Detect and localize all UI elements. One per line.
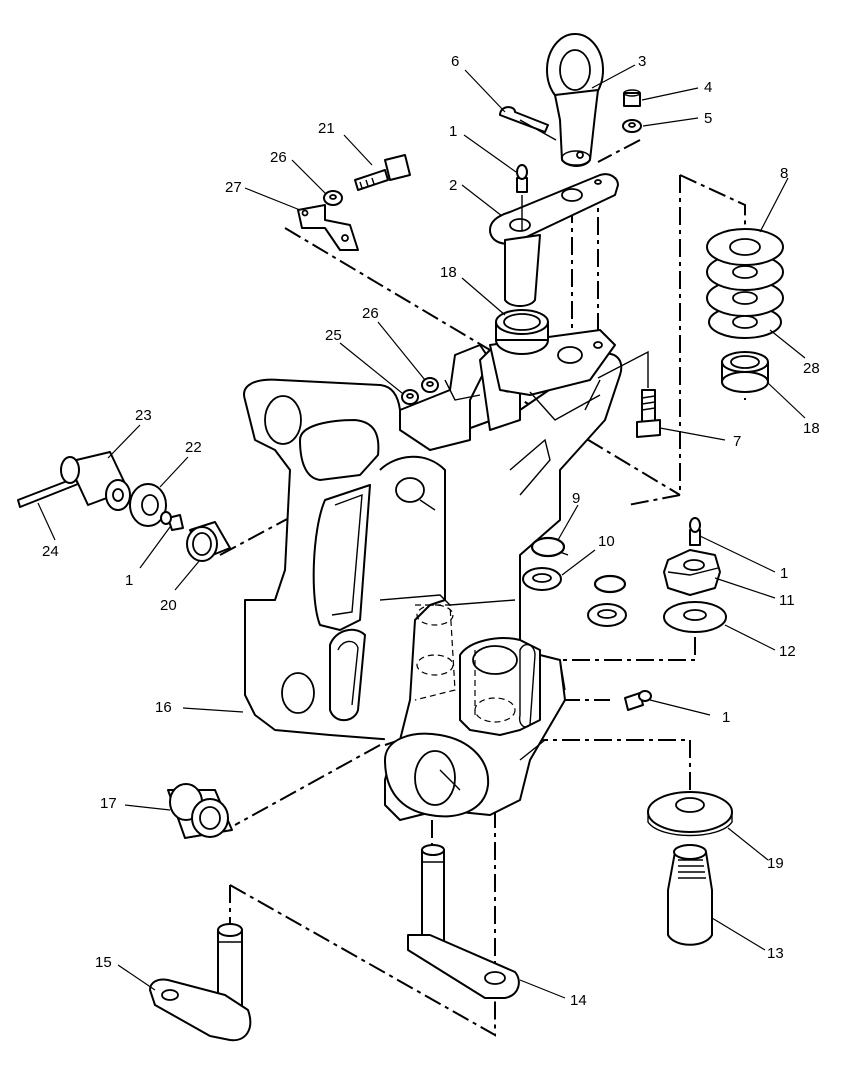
callout-1: 1	[780, 565, 788, 582]
spring-washers-part-8	[706, 228, 784, 339]
callout-1: 1	[125, 572, 133, 589]
callout-23: 23	[135, 407, 152, 424]
callout-15: 15	[95, 954, 112, 971]
bushing-part-17	[167, 783, 233, 839]
callout-18: 18	[440, 264, 457, 281]
nut-part-11	[663, 549, 721, 596]
callout-19: 19	[767, 855, 784, 872]
callout-16: 16	[155, 699, 172, 716]
leader-lines	[37, 64, 806, 999]
callout-2: 2	[449, 177, 457, 194]
callout-10: 10	[598, 533, 615, 550]
callout-20: 20	[160, 597, 177, 614]
callout-27: 27	[225, 179, 242, 196]
nut-part-4	[623, 89, 641, 107]
washer-part-10-b	[587, 603, 627, 627]
bushing-part-18-top	[495, 309, 549, 355]
callout-13: 13	[767, 945, 784, 962]
main-housing	[243, 329, 623, 821]
bracket-part-27	[297, 204, 359, 251]
callout-26: 26	[362, 305, 379, 322]
callout-22: 22	[185, 439, 202, 456]
callout-1: 1	[722, 709, 730, 726]
pin-part-14	[407, 844, 520, 999]
callout-12: 12	[779, 643, 796, 660]
pin-part-15	[149, 923, 252, 1042]
washer-part-12	[663, 601, 727, 633]
callout-25: 25	[325, 327, 342, 344]
callout-8: 8	[780, 165, 788, 182]
grease-fitting-part-1-left	[160, 511, 184, 531]
cotter-pin-part-6	[499, 106, 557, 141]
washer-part-5	[622, 119, 642, 133]
grease-fitting-part-1-right	[689, 517, 701, 546]
nut-part-25	[401, 389, 419, 405]
callout-6: 6	[451, 53, 459, 70]
callout-28: 28	[803, 360, 820, 377]
callout-18: 18	[803, 420, 820, 437]
washer-part-22	[129, 483, 167, 527]
bushing-part-18-right	[721, 351, 769, 393]
snap-ring-part-9	[530, 536, 569, 558]
washer-part-19	[647, 791, 733, 837]
washer-part-10	[522, 567, 562, 591]
callout-24: 24	[42, 543, 59, 560]
callout-1: 1	[449, 123, 457, 140]
callout-14: 14	[570, 992, 587, 1009]
washer-part-26-mid	[421, 377, 439, 393]
callout-17: 17	[100, 795, 117, 812]
callout-3: 3	[638, 53, 646, 70]
bolt-part-7	[597, 350, 661, 438]
snap-ring-part-9-b	[593, 574, 627, 594]
callout-21: 21	[318, 120, 335, 137]
callout-9: 9	[572, 490, 580, 507]
callout-11: 11	[779, 592, 795, 609]
callout-4: 4	[704, 79, 712, 96]
sleeve-part-23	[60, 451, 131, 511]
grease-fitting-part-1-top	[516, 164, 528, 230]
tool-part-13	[667, 844, 713, 946]
eye-bolt-part-3	[546, 33, 604, 167]
callout-26: 26	[270, 149, 287, 166]
callout-7: 7	[733, 433, 741, 450]
bushing-part-20	[186, 521, 231, 562]
callout-5: 5	[704, 110, 712, 127]
bolt-part-21	[354, 154, 411, 191]
callout-labels: 6 3 4 5 1 2 21 26 27 8 18 28 18 26 25 7 …	[42, 53, 820, 1009]
washer-part-26-top	[323, 190, 343, 206]
grease-fitting-part-1-lower	[624, 690, 652, 711]
